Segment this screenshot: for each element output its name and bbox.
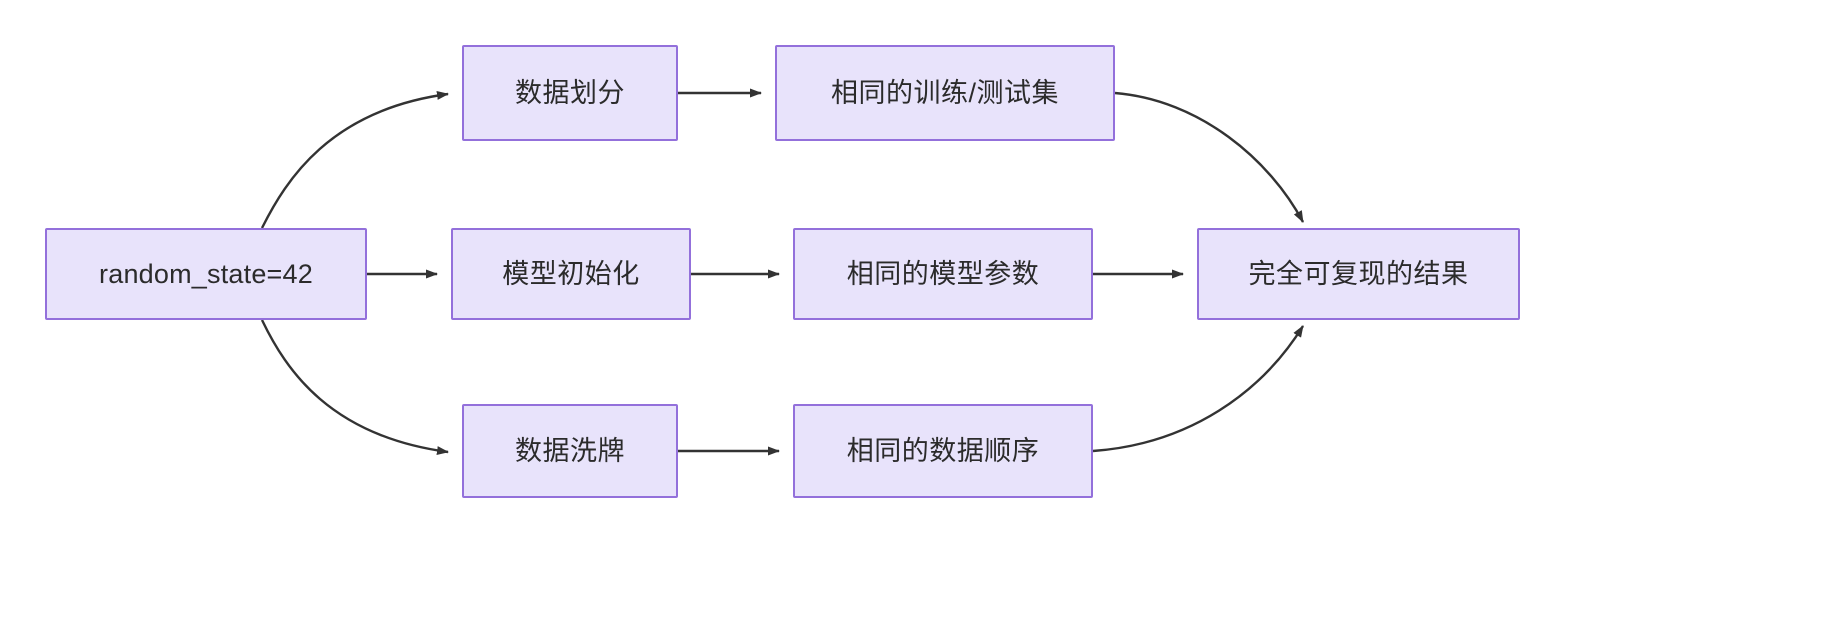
node-fully-reproducible-results[interactable]: 完全可复现的结果 <box>1197 228 1520 320</box>
node-random-state-seed[interactable]: random_state=42 <box>45 228 367 320</box>
node-same-train-test-set[interactable]: 相同的训练/测试集 <box>775 45 1115 141</box>
node-label: 相同的数据顺序 <box>846 435 1040 466</box>
node-label: 相同的模型参数 <box>846 258 1040 289</box>
node-model-initialization[interactable]: 模型初始化 <box>451 228 691 320</box>
node-data-shuffle[interactable]: 数据洗牌 <box>462 404 678 498</box>
node-label: 相同的训练/测试集 <box>830 77 1059 108</box>
node-label: random_state=42 <box>99 258 313 289</box>
node-same-data-order[interactable]: 相同的数据顺序 <box>793 404 1093 498</box>
edge-seed-to-data-shuffle <box>260 319 449 455</box>
node-label: 完全可复现的结果 <box>1248 258 1469 289</box>
node-data-split[interactable]: 数据划分 <box>462 45 678 141</box>
node-same-model-parameters[interactable]: 相同的模型参数 <box>793 228 1093 320</box>
edge-same-order-to-reproducible <box>1092 325 1305 453</box>
edge-same-train-test-to-reproducible <box>1114 91 1305 223</box>
node-label: 数据洗牌 <box>515 435 625 466</box>
node-label: 模型初始化 <box>502 258 640 289</box>
edge-seed-to-data-split <box>260 91 449 229</box>
node-label: 数据划分 <box>515 77 625 108</box>
